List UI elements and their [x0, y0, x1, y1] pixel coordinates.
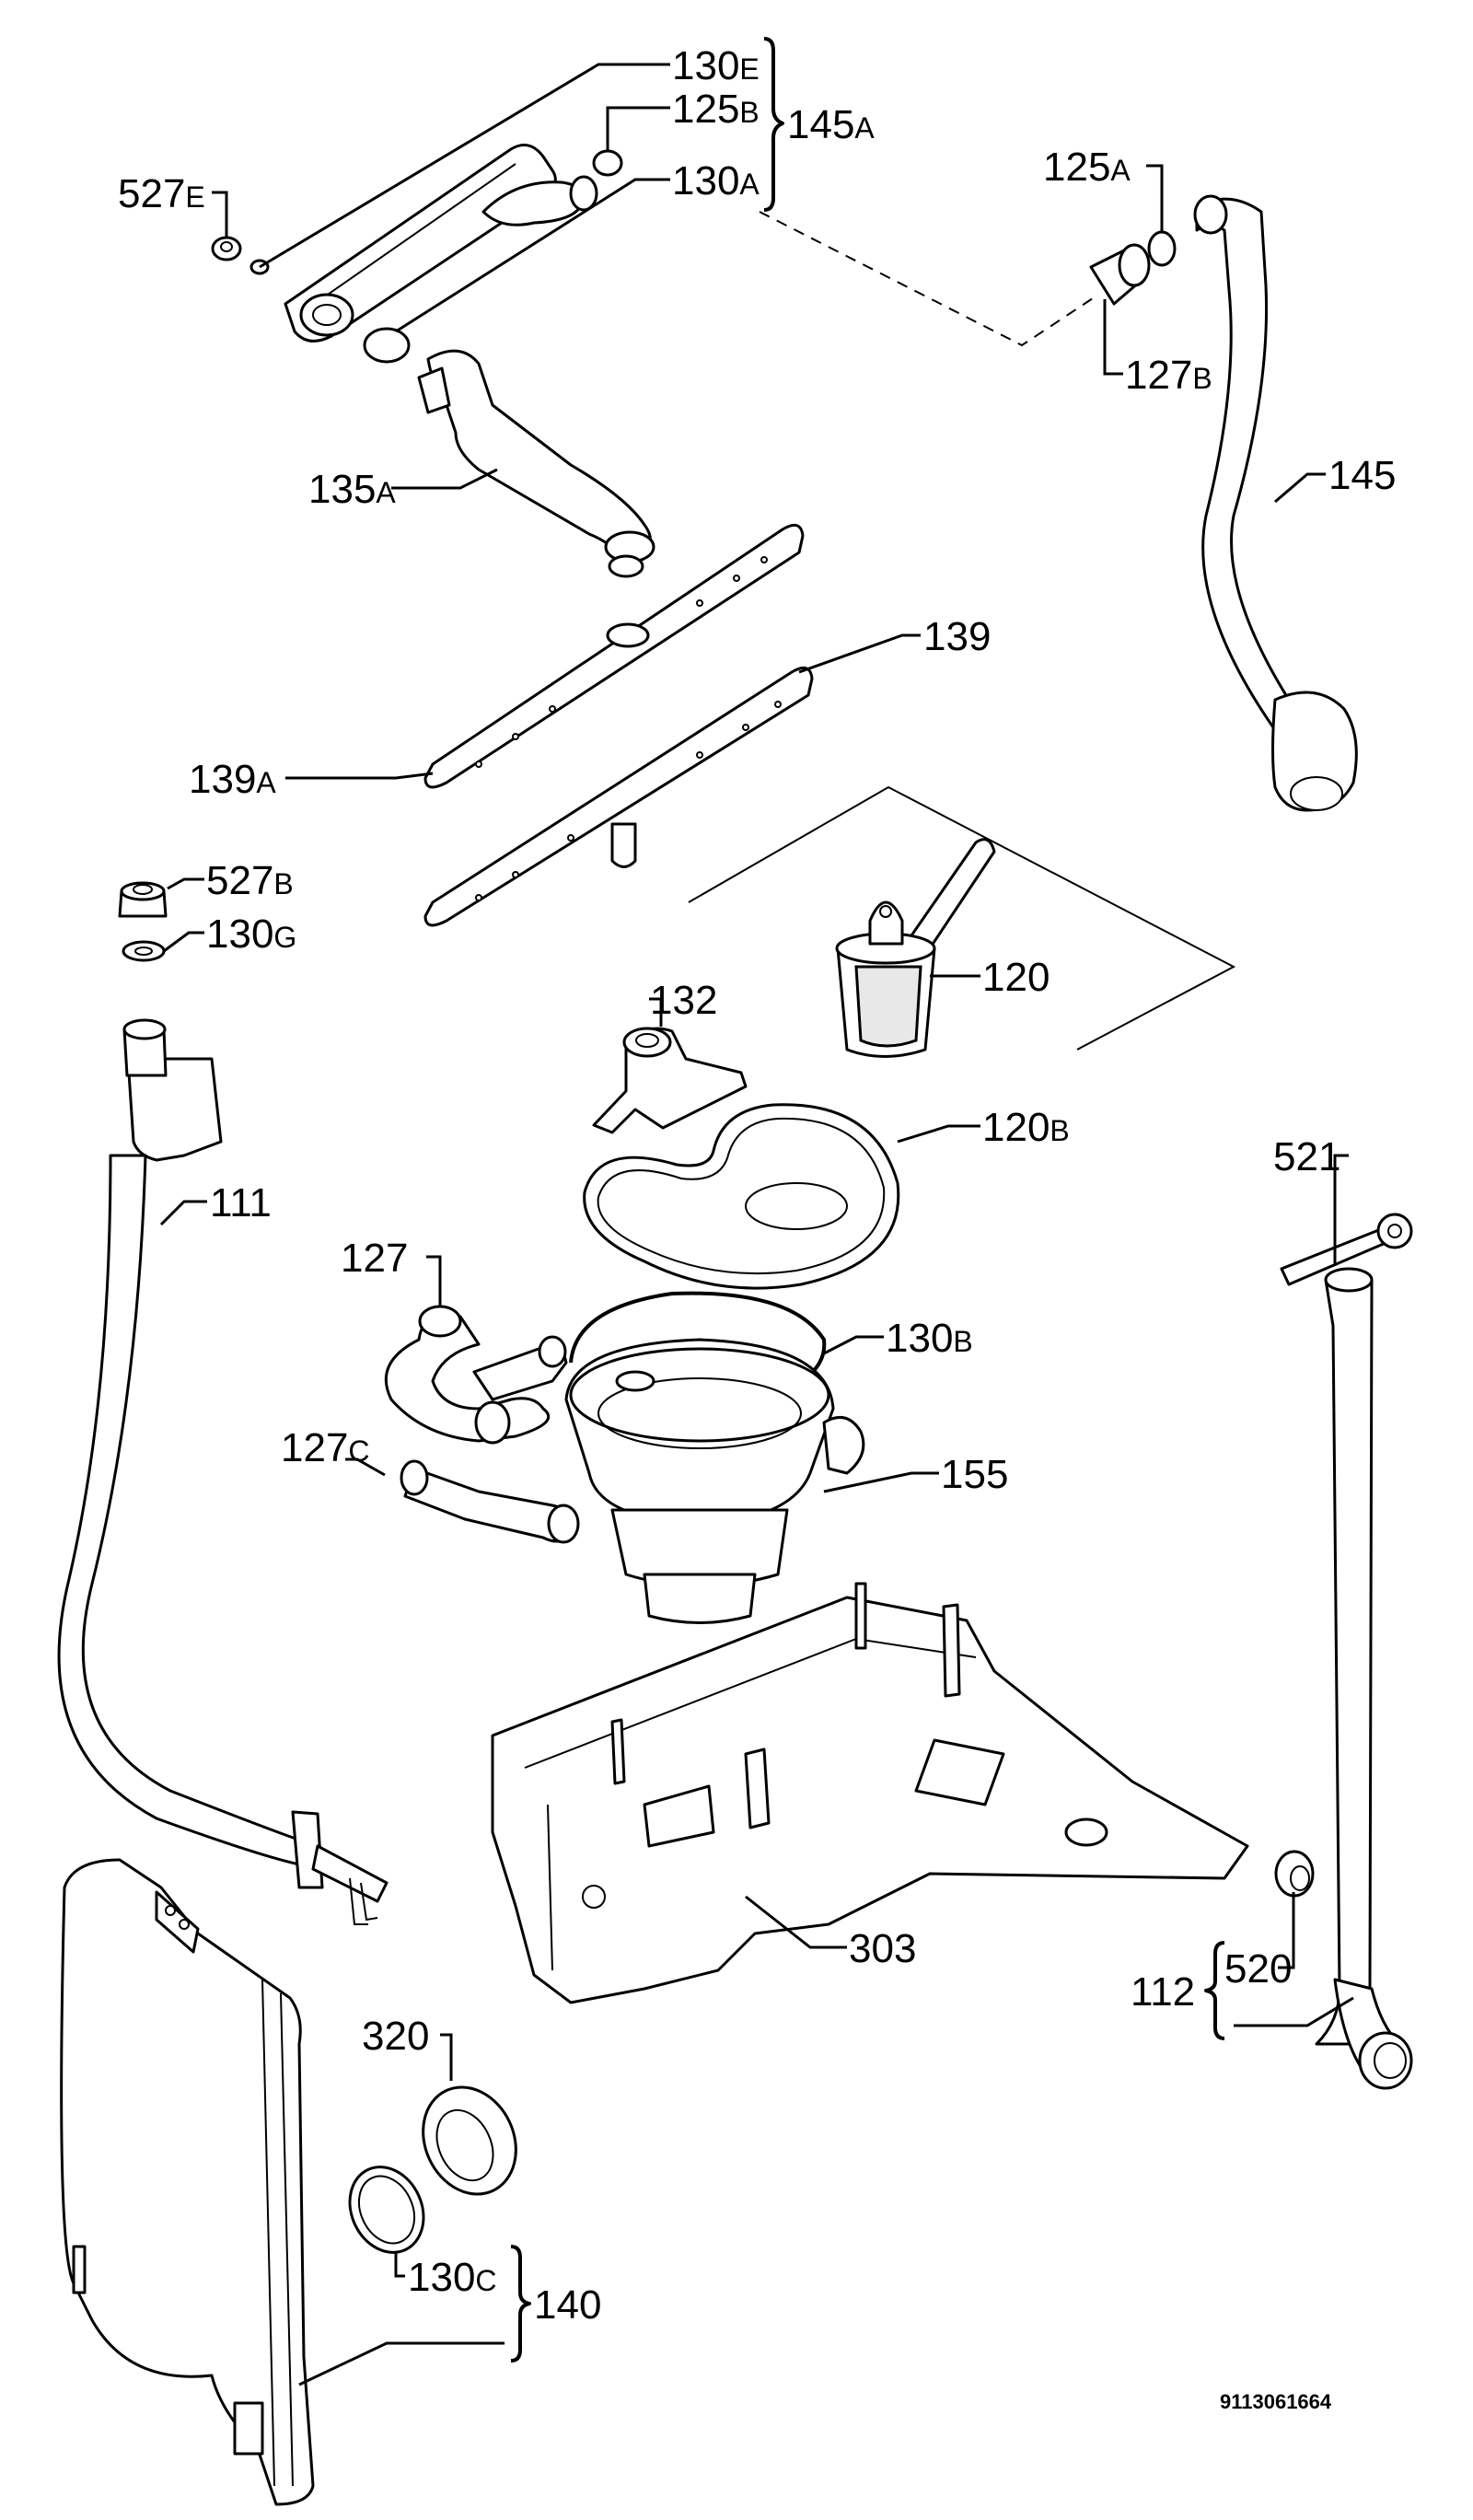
upper-spray-arm-part: [284, 144, 598, 343]
o-ring-125b-part: [592, 149, 623, 177]
label-127b: 127B: [1125, 353, 1212, 398]
o-ring-125a-part: [1147, 230, 1177, 267]
label-112: 112: [1131, 1969, 1195, 2015]
label-130a: 130A: [672, 158, 760, 203]
base-frame-303-part: [491, 1582, 1249, 2004]
leader-lines: [159, 63, 1354, 2386]
lower-spray-arm-139a-part: [423, 523, 805, 789]
label-120b: 120B: [982, 1105, 1070, 1150]
seal-320-part: [422, 2085, 517, 2196]
lower-spray-arm-139-part: [423, 666, 814, 927]
hose-127c-part: [400, 1459, 580, 1544]
nut-527e-part: [211, 236, 242, 261]
label-135a: 135A: [308, 467, 396, 512]
label-130g: 130G: [206, 912, 296, 957]
label-145: 145: [1328, 453, 1396, 498]
o-ring-130a-part: [363, 327, 411, 364]
label-130c: 130C: [408, 2255, 497, 2300]
label-527b: 527B: [206, 858, 294, 903]
label-520: 520: [1224, 1946, 1292, 1992]
water-pipe-145-part: [1193, 194, 1358, 812]
drain-hose-112-part: [1315, 1267, 1413, 2090]
label-120: 120: [982, 955, 1050, 1000]
fill-hose-111-part: [57, 1018, 389, 1925]
feed-pipe-135a-part: [417, 349, 655, 578]
grommet-520-part: [1274, 1850, 1315, 1898]
label-139: 139: [923, 614, 991, 659]
braces: [510, 37, 1225, 2363]
label-320: 320: [362, 2014, 429, 2059]
label-521: 521: [1273, 1134, 1340, 1179]
sump-155-part: [564, 1338, 865, 1624]
label-125a: 125A: [1043, 145, 1131, 190]
label-145a: 145A: [787, 102, 875, 147]
label-527e: 527E: [118, 171, 205, 216]
label-111: 111: [210, 1180, 272, 1225]
label-139a: 139A: [189, 757, 276, 802]
hose-127-part: [384, 1305, 568, 1445]
label-140: 140: [534, 2282, 601, 2328]
label-127c: 127C: [281, 1425, 370, 1470]
part-132: [592, 1027, 748, 1134]
filter-120-part: [835, 838, 996, 1058]
gasket-120b-part: [583, 1103, 900, 1290]
label-155: 155: [941, 1452, 1008, 1497]
label-127: 127: [341, 1236, 408, 1281]
label-130e: 130E: [672, 43, 760, 88]
label-130b: 130B: [886, 1316, 973, 1361]
label-125b: 125B: [672, 87, 760, 132]
washer-130g-part: [122, 940, 166, 962]
label-303: 303: [849, 1926, 916, 1971]
nut-527b-part: [118, 881, 168, 918]
label-132: 132: [650, 978, 717, 1023]
o-ring-130c-part: [348, 2166, 425, 2254]
connector-127b-part: [1089, 243, 1151, 306]
sump-wall-140-part: [60, 1858, 315, 2506]
drawing-code: 9113061664: [1220, 2390, 1332, 2413]
